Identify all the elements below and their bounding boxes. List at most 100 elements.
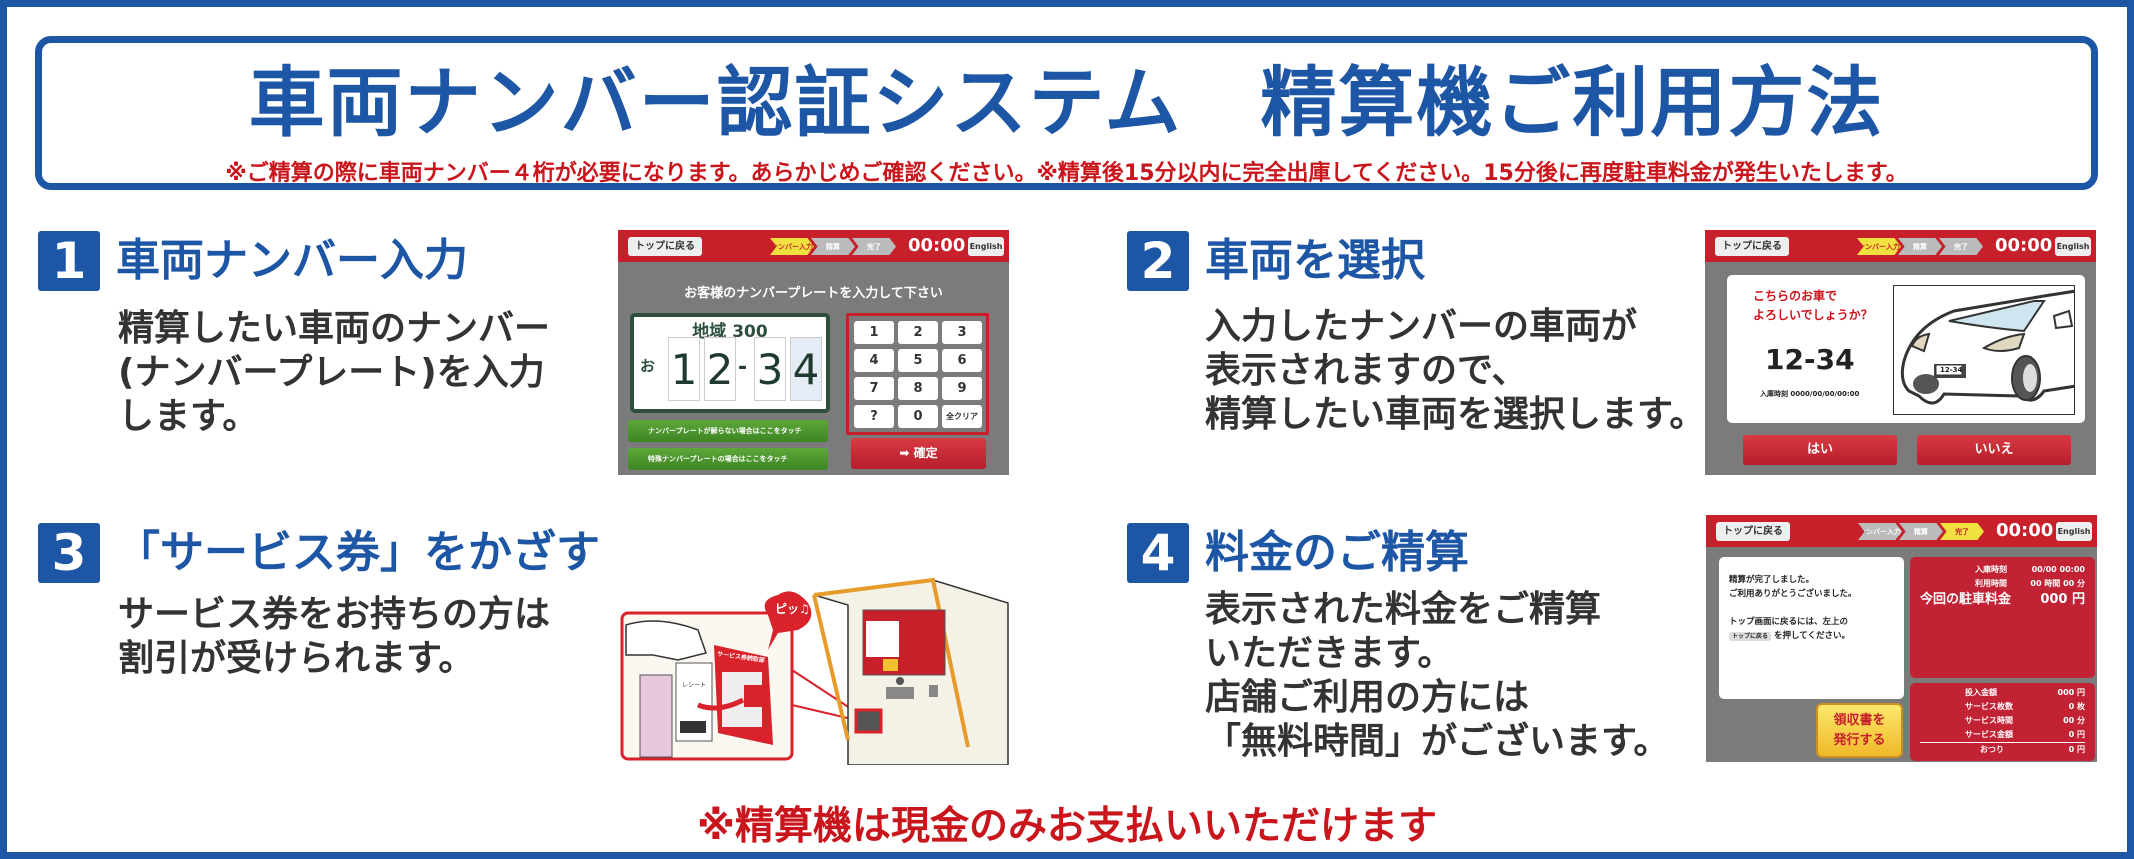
step-complete: 完了	[1940, 523, 1984, 540]
row-value: 00 分	[2063, 716, 2085, 725]
row-value: 0 枚	[2068, 702, 2085, 711]
key-7[interactable]: 7	[854, 377, 894, 400]
plate-digit: 1	[668, 337, 700, 401]
row-value: 0 円	[2068, 730, 2085, 739]
question-line: よろしいでしょうか？	[1753, 308, 1873, 322]
detail-row: サービス金額 0 円	[1920, 728, 2085, 743]
key-clear-all[interactable]: 全クリア	[942, 405, 982, 428]
message-line: ご利用ありがとうございました。	[1729, 589, 1857, 599]
english-button[interactable]: English	[2055, 237, 2091, 256]
detail-row: サービス枚数 0 枚	[1920, 700, 2085, 714]
confirm-question: こちらのお車で よろしいでしょうか？	[1753, 287, 1873, 325]
step-complete: 完了	[1939, 238, 1983, 255]
beep-text: ピッ♫	[775, 602, 810, 616]
detail-row: 投入金額 000 円	[1920, 686, 2085, 700]
body-line: 割引が受けられます。	[118, 638, 475, 679]
body-line: (ナンバープレート)を入力	[118, 352, 545, 393]
back-to-top-button[interactable]: トップに戻る	[1716, 522, 1790, 541]
step-1-badge: 1	[38, 231, 100, 291]
no-button[interactable]: いいえ	[1917, 435, 2071, 465]
plate-digit: 3	[754, 337, 786, 401]
screen-payment-complete: トップに戻る ナンバー入力 精算 完了 00:00 English 精算が完了し…	[1706, 515, 2097, 762]
entry-time: 入庫時刻 0000/00/00/00:00	[1760, 390, 1860, 398]
plate-dash: -	[738, 355, 748, 380]
special-plate-button[interactable]: 特殊ナンバープレートの場合はここをタッチ	[628, 448, 828, 470]
body-line: 精算したい車両を選択します。	[1205, 394, 1706, 435]
body-line: します。	[118, 396, 259, 437]
arrow-right-icon: ➡	[899, 446, 914, 460]
screen-header: トップに戻る ナンバー入力 精算 完了 00:00 English	[1706, 515, 2097, 547]
row-label: サービス金額	[1965, 730, 2013, 739]
button-label: 領収書を	[1833, 713, 1886, 728]
row-value: 000 円	[2057, 688, 2085, 697]
step-indicator: ナンバー入力 精算 完了	[1858, 523, 1984, 540]
button-label: ナンバープレートが解らない場合はここをタッチ	[648, 427, 802, 435]
body-line: サービス券をお持ちの方は	[118, 594, 551, 635]
key-question[interactable]: ?	[854, 405, 894, 428]
key-3[interactable]: 3	[942, 321, 982, 344]
row-value: 00 時間 00 分	[2030, 579, 2085, 588]
step-1-heading: 車両ナンバー入力	[116, 235, 468, 286]
yes-button[interactable]: はい	[1743, 435, 1897, 465]
english-button[interactable]: English	[968, 237, 1004, 256]
plate-display: 地域 300 お 1 2 - 3 4	[630, 313, 830, 413]
inline-top-button: トップに戻る	[1729, 632, 1772, 641]
key-2[interactable]: 2	[898, 321, 938, 344]
step-number-input: ナンバー入力	[1858, 523, 1902, 540]
key-0[interactable]: 0	[898, 405, 938, 428]
vehicle-number: 12-34	[1765, 343, 1855, 376]
row-label: 投入金額	[1965, 688, 1997, 697]
step-1-body: 精算したい車両のナンバー (ナンバープレート)を入力 します。	[118, 307, 550, 439]
row-label: 利用時間	[1975, 579, 2007, 588]
header-box: 車両ナンバー認証システム 精算機ご利用方法 ※ご精算の際に車両ナンバー４桁が必要…	[35, 36, 2098, 190]
prompt: お客様のナンバープレートを入力して下さい	[684, 286, 943, 301]
confirm-button[interactable]: ➡ 確定	[851, 438, 986, 469]
row-label: サービス時間	[1965, 716, 2013, 725]
key-4[interactable]: 4	[854, 349, 894, 372]
step-number-input: ナンバー入力	[770, 238, 814, 255]
step-2-body: 入力したナンバーの車両が 表示されますので、 精算したい車両を選択します。	[1205, 305, 1705, 437]
screen-header: トップに戻る ナンバー入力 精算 完了 00:00 English	[618, 230, 1009, 262]
step-payment: 精算	[1899, 523, 1943, 540]
message-line: を押してください。	[1773, 631, 1850, 641]
step-indicator: ナンバー入力 精算 完了	[1857, 238, 1983, 255]
body-line: 表示されますので、	[1205, 350, 1528, 391]
cash-only-note: ※精算機は現金のみお支払いいただけます	[697, 804, 1437, 849]
issue-receipt-button[interactable]: 領収書を 発行する	[1816, 703, 1903, 758]
step-3-heading: 「サービス券」をかざす	[116, 527, 600, 578]
message-line: 精算が完了しました。	[1729, 575, 1815, 585]
button-label: 特殊ナンバープレートの場合はここをタッチ	[648, 455, 788, 463]
unknown-plate-button[interactable]: ナンバープレートが解らない場合はここをタッチ	[628, 420, 828, 442]
keypad: 1 2 3 4 5 6 7 8 9 ? 0 全クリア	[846, 313, 989, 435]
key-6[interactable]: 6	[942, 349, 982, 372]
car-plate-text: 12-34	[1940, 366, 1963, 374]
plate-digit: 2	[704, 337, 736, 401]
step-4-heading: 料金のご精算	[1205, 527, 1469, 578]
message-line: トップ画面に戻るには、左上の	[1729, 617, 1849, 627]
step-indicator: ナンバー入力 精算 完了	[770, 238, 896, 255]
car-icon	[1900, 289, 2074, 405]
english-button[interactable]: English	[2056, 522, 2092, 541]
back-to-top-button[interactable]: トップに戻る	[1715, 237, 1789, 256]
step-2-heading: 車両を選択	[1205, 235, 1425, 286]
timer: 00:00	[1996, 520, 2054, 541]
step-3-badge: 3	[38, 523, 100, 583]
complete-message: 精算が完了しました。 ご利用ありがとうございました。 トップ画面に戻るには、左上…	[1719, 557, 1904, 699]
back-to-top-button[interactable]: トップに戻る	[628, 237, 702, 256]
row-value: 00/00 00:00	[2031, 565, 2085, 574]
key-8[interactable]: 8	[898, 377, 938, 400]
key-1[interactable]: 1	[854, 321, 894, 344]
key-5[interactable]: 5	[898, 349, 938, 372]
body-line: 入力したナンバーの車両が	[1205, 306, 1638, 347]
key-9[interactable]: 9	[942, 377, 982, 400]
screen-header: トップに戻る ナンバー入力 精算 完了 00:00 English	[1705, 230, 2096, 262]
row-label: サービス枚数	[1965, 702, 2013, 711]
receipt-label: レシート	[682, 682, 707, 689]
step-payment: 精算	[811, 238, 855, 255]
page-title: 車両ナンバー認証システム 精算機ご利用方法	[248, 58, 1885, 147]
car-image[interactable]: 12-34	[1893, 285, 2075, 415]
